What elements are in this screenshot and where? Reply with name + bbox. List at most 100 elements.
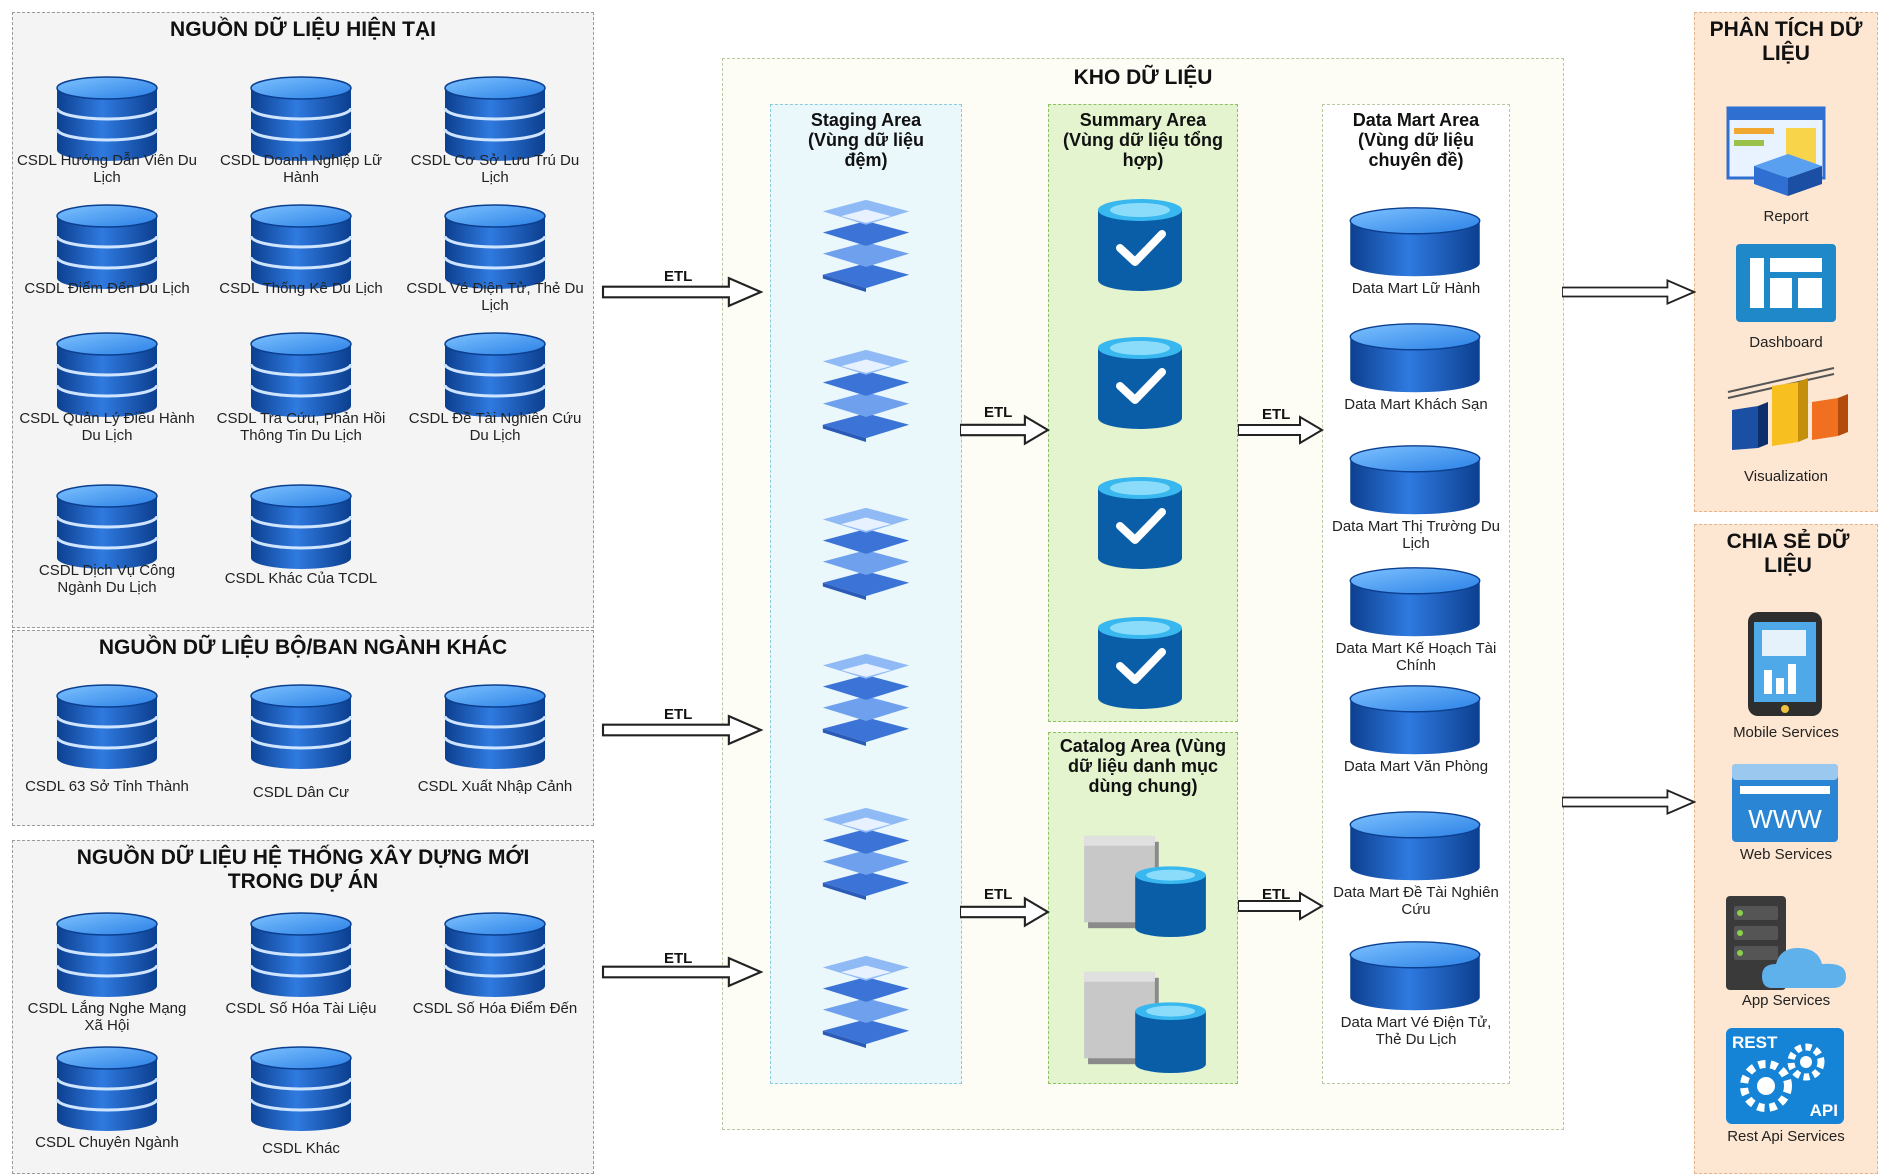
datamart-db-icon (1349, 323, 1481, 394)
rest-api-icon: REST API (1726, 1028, 1844, 1124)
database-icon (443, 203, 547, 291)
web-services-label: Web Services (1739, 846, 1833, 863)
datamart-db-icon (1349, 941, 1481, 1012)
etl-label: ETL (664, 706, 693, 723)
source-db-label: CSDL Khác (262, 1140, 340, 1157)
report-icon (1726, 106, 1826, 196)
mobile-icon (1748, 612, 1822, 716)
datamart-label: Data Mart Lữ Hành (1351, 280, 1481, 297)
database-icon (55, 683, 159, 771)
summary-check-db-icon (1090, 334, 1190, 434)
datamart-label: Data Mart Văn Phòng (1343, 758, 1489, 775)
source-db-label: CSDL Quản Lý Điều Hành Du Lịch (19, 410, 195, 444)
rest-api-services-label: Rest Api Services (1727, 1128, 1845, 1145)
analytics-title: PHÂN TÍCH DỮ LIỆU (1709, 18, 1863, 65)
database-icon (443, 683, 547, 771)
catalog-area-title: Catalog Area (Vùng dữ liệu danh mục dùng… (1059, 736, 1227, 796)
etl-label: ETL (664, 268, 693, 285)
app-services-label: App Services (1741, 992, 1831, 1009)
app-services-icon (1726, 896, 1846, 990)
sharing-title: CHIA SẺ DỮ LIỆU (1726, 530, 1850, 577)
database-icon (443, 911, 547, 999)
summary-check-db-icon (1090, 614, 1190, 714)
www-text: WWW (1748, 804, 1822, 834)
datamart-label: Data Mart Đề Tài Nghiên Cứu (1333, 884, 1499, 918)
staging-layers-icon (822, 807, 910, 900)
database-icon (249, 203, 353, 291)
database-icon (55, 203, 159, 291)
dashboard-icon (1736, 244, 1836, 322)
report-label: Report (1763, 208, 1809, 225)
source-db-label: CSDL Cơ Sở Lưu Trú Du Lịch (410, 152, 580, 186)
source-db-label: CSDL Dịch Vụ Công Ngành Du Lịch (38, 562, 176, 596)
catalog-db-icon (1084, 971, 1206, 1074)
datamart-db-icon (1349, 567, 1481, 638)
visualization-label: Visualization (1744, 468, 1828, 485)
source-db-label: CSDL Hướng Dẫn Viên Du Lịch (17, 152, 197, 186)
source-db-label: CSDL Xuất Nhập Cảnh (417, 778, 573, 795)
database-icon (55, 1045, 159, 1133)
api-text: API (1810, 1101, 1838, 1120)
database-icon (55, 75, 159, 163)
source-db-label: CSDL Tra Cứu, Phản Hồi Thông Tin Du Lịch (216, 410, 386, 444)
database-icon (443, 75, 547, 163)
datamart-db-icon (1349, 445, 1481, 516)
staging-layers-icon (822, 349, 910, 442)
staging-layers-icon (822, 507, 910, 600)
output-arrow-icon (1562, 789, 1696, 815)
etl-label: ETL (664, 950, 693, 967)
database-icon (443, 331, 547, 419)
source-db-label: CSDL Số Hóa Tài Liệu (225, 1000, 377, 1017)
database-icon (249, 483, 353, 571)
source-db-label: CSDL Doanh Nghiệp Lữ Hành (219, 152, 383, 186)
database-icon (249, 75, 353, 163)
staging-layers-icon (822, 955, 910, 1048)
staging-layers-icon (822, 199, 910, 292)
warehouse-title: KHO DỮ LIỆU (1073, 66, 1213, 89)
rest-text: REST (1732, 1033, 1778, 1052)
web-icon: WWW (1732, 764, 1838, 842)
source-db-label: CSDL Lắng Nghe Mạng Xã Hội (27, 1000, 187, 1034)
summary-area-title: Summary Area (Vùng dữ liệu tổng hợp) (1062, 110, 1223, 170)
source-db-label: CSDL Điểm Đến Du Lịch (24, 280, 190, 297)
database-icon (55, 483, 159, 571)
summary-check-db-icon (1090, 474, 1190, 574)
database-icon (249, 1045, 353, 1133)
datamart-db-icon (1349, 685, 1481, 756)
mobile-services-label: Mobile Services (1733, 724, 1839, 741)
output-arrow-icon (1562, 279, 1696, 305)
datamart-db-icon (1349, 207, 1481, 278)
visualization-icon (1727, 367, 1848, 450)
source-db-label: CSDL Vé Điện Tử, Thẻ Du Lịch (406, 280, 584, 314)
source-db-label: CSDL 63 Sở Tỉnh Thành (25, 778, 189, 795)
staging-layers-icon (822, 653, 910, 746)
database-icon (55, 911, 159, 999)
source-db-label: CSDL Chuyên Ngành (35, 1134, 179, 1151)
etl-label: ETL (1262, 406, 1291, 423)
source-db-label: CSDL Số Hóa Điểm Đến (412, 1000, 578, 1017)
datamart-label: Data Mart Vé Điện Tử, Thẻ Du Lịch (1340, 1014, 1492, 1048)
datamart-label: Data Mart Kế Hoạch Tài Chính (1335, 640, 1497, 674)
ministries-sources-title: NGUỒN DỮ LIỆU BỘ/BAN NGÀNH KHÁC (98, 636, 508, 659)
database-icon (55, 331, 159, 419)
catalog-db-icon (1084, 835, 1206, 938)
source-db-label: CSDL Dân Cư (252, 784, 350, 801)
source-db-label: CSDL Khác Của TCDL (224, 570, 378, 587)
staging-area-title: Staging Area (Vùng dữ liệu đệm) (807, 110, 925, 170)
etl-label: ETL (984, 404, 1013, 421)
datamart-area-title: Data Mart Area (Vùng dữ liệu chuyên đề) (1352, 110, 1480, 170)
database-icon (249, 911, 353, 999)
source-db-label: CSDL Đề Tài Nghiên Cứu Du Lịch (408, 410, 582, 444)
database-icon (249, 331, 353, 419)
current-sources-title: NGUỒN DỮ LIỆU HIỆN TẠI (170, 18, 436, 41)
datamart-db-icon (1349, 811, 1481, 882)
summary-check-db-icon (1090, 196, 1190, 296)
new-systems-sources-title: NGUỒN DỮ LIỆU HỆ THỐNG XÂY DỰNG MỚI TRON… (76, 846, 530, 893)
datamart-label: Data Mart Thị Trường Du Lịch (1332, 518, 1500, 552)
etl-label: ETL (984, 886, 1013, 903)
dashboard-label: Dashboard (1749, 334, 1823, 351)
etl-label: ETL (1262, 886, 1291, 903)
source-db-label: CSDL Thống Kê Du Lịch (219, 280, 383, 297)
database-icon (249, 683, 353, 771)
datamart-label: Data Mart Khách Sạn (1344, 396, 1488, 413)
